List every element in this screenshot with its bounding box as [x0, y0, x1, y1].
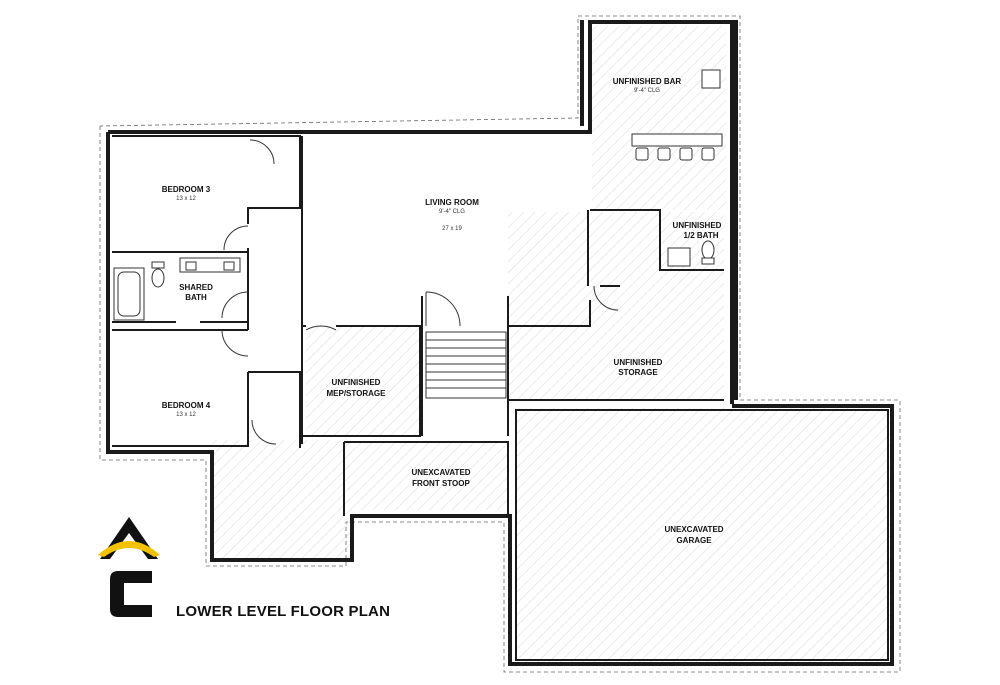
exterior-walls — [106, 20, 894, 666]
room-label-stoop-2: FRONT STOOP — [412, 479, 470, 488]
bath-fixtures — [113, 69, 721, 321]
bar-counter — [631, 133, 723, 161]
hatched-areas — [212, 26, 894, 666]
room-size-bedroom4: 13 x 12 — [176, 412, 196, 418]
door-swings — [221, 139, 619, 445]
room-label-stoop-1: UNEXCAVATED — [411, 468, 470, 477]
room-label-half-bath-2: 1/2 BATH — [684, 231, 719, 240]
room-label-bedroom4: BEDROOM 4 — [162, 401, 211, 410]
room-label-bedroom3: BEDROOM 3 — [162, 185, 211, 194]
plan-title: LOWER LEVEL FLOOR PLAN — [176, 603, 391, 620]
room-ceiling-unfinished-bar: 9'-4" CLG — [634, 88, 660, 94]
room-label-storage-2: STORAGE — [618, 368, 658, 377]
room-label-storage-1: UNFINISHED — [614, 358, 663, 367]
stairs — [425, 291, 507, 399]
room-label-shared-bath-2: BATH — [185, 293, 207, 302]
room-label-half-bath-1: UNFINISHED — [673, 221, 722, 230]
interior-walls — [112, 135, 889, 661]
room-label-unfinished-bar: UNFINISHED BAR — [613, 77, 682, 86]
room-label-garage-1: UNEXCAVATED — [664, 525, 723, 534]
room-size-bedroom3: 13 x 12 — [176, 196, 196, 202]
room-label-mep-1: UNFINISHED — [332, 378, 381, 387]
room-size-living-room: 27 x 19 — [442, 226, 462, 232]
room-ceiling-living-room: 9'-4" CLG — [439, 209, 465, 215]
exterior-dashed-outline — [99, 15, 901, 673]
room-label-shared-bath-1: SHARED — [179, 283, 213, 292]
room-label-mep-2: MEP/STORAGE — [327, 389, 387, 398]
room-label-living-room: LIVING ROOM — [425, 198, 479, 207]
room-label-garage-2: GARAGE — [676, 536, 712, 545]
company-logo — [98, 517, 160, 617]
